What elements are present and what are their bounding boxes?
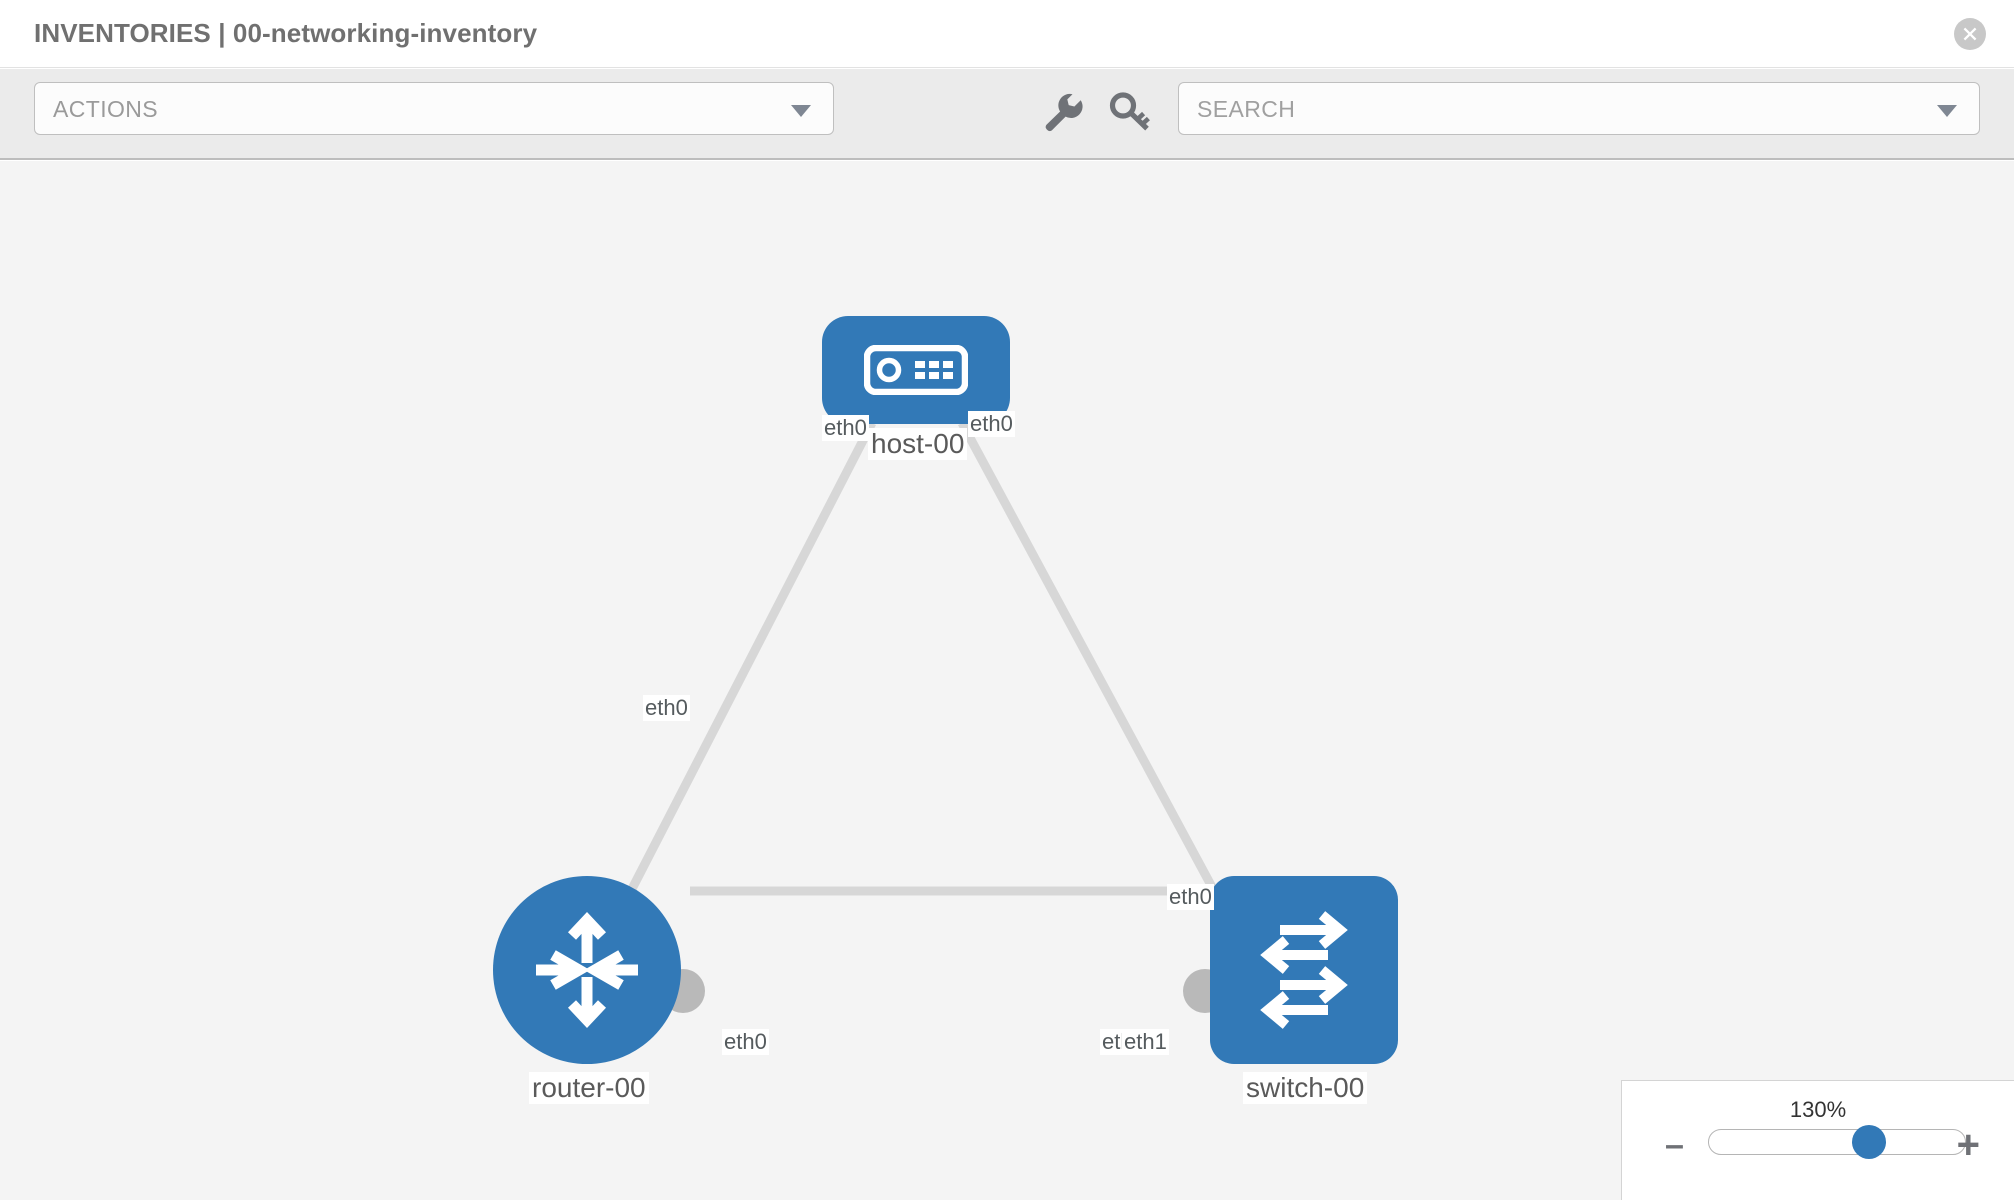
- topology-canvas[interactable]: host-00: [0, 161, 2014, 1200]
- host-node-shape: [822, 316, 1010, 424]
- edge-host-switch: [958, 420, 1244, 942]
- actions-dropdown-label: ACTIONS: [53, 96, 159, 122]
- chevron-down-icon: [791, 105, 811, 117]
- topology-edges: [595, 420, 1244, 954]
- search-input[interactable]: SEARCH: [1178, 82, 1980, 135]
- actions-dropdown[interactable]: ACTIONS: [34, 82, 834, 135]
- search-placeholder: SEARCH: [1197, 96, 1296, 122]
- zoom-level-label: 130%: [1789, 1097, 1847, 1122]
- chevron-down-icon: [1937, 105, 1957, 117]
- node-label-switch-00: switch-00: [1243, 1072, 1368, 1105]
- node-label-router-00: router-00: [529, 1072, 649, 1105]
- edge-label-router-upper: eth0: [643, 695, 690, 722]
- key-icon[interactable]: [1108, 90, 1152, 132]
- edge-label-host-right: eth0: [968, 411, 1015, 438]
- edge-label-host-left: eth0: [822, 415, 869, 442]
- page-title: INVENTORIES | 00-networking-inventory: [34, 18, 538, 48]
- router-node-shape: [493, 876, 681, 1064]
- zoom-slider-track[interactable]: [1708, 1125, 1966, 1159]
- edge-label-router-right: eth0: [722, 1029, 769, 1056]
- switch-arrows-icon: [1260, 911, 1348, 1029]
- close-icon[interactable]: [1954, 18, 1986, 50]
- zoom-out-button[interactable]: –: [1665, 1126, 1684, 1164]
- edge-host-router: [595, 420, 877, 954]
- edge-label-switch-upper: eth0: [1167, 884, 1214, 911]
- switch-node-shape: [1210, 876, 1398, 1064]
- zoom-control: 130% – +: [1621, 1080, 2014, 1200]
- node-label-host-00: host-00: [868, 428, 968, 461]
- wrench-icon[interactable]: [1040, 90, 1084, 132]
- page-header: INVENTORIES | 00-networking-inventory: [0, 0, 2014, 68]
- edge-label-switch-left: eth1: [1122, 1029, 1169, 1056]
- zoom-slider-thumb[interactable]: [1851, 1125, 1886, 1159]
- server-icon: [864, 345, 968, 395]
- zoom-in-button[interactable]: +: [1956, 1123, 1980, 1167]
- router-arrows-icon: [536, 911, 638, 1029]
